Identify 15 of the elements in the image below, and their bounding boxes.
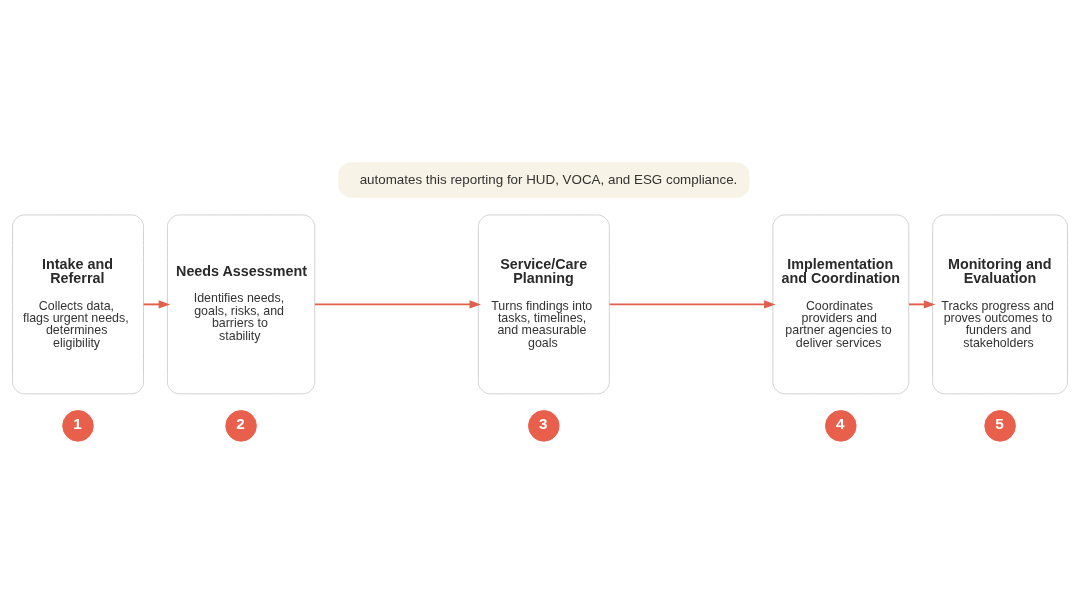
node-circle: 3 bbox=[528, 409, 560, 442]
node-box: Service/Care Planning Turns findings into tasks, timelines, and measurable goals bbox=[477, 214, 610, 394]
node-box: automates this reporting for HUD, VOCA, and ESG compliance. bbox=[338, 161, 750, 198]
node-circle: 1 bbox=[62, 409, 94, 442]
node-circle: 2 bbox=[225, 409, 257, 442]
node-box: Monitoring and Evaluation Tracks progress and proves outcomes to funders and stakeholders bbox=[932, 214, 1068, 394]
arrow bbox=[608, 299, 776, 308]
node-circle: 4 bbox=[825, 409, 857, 442]
arrow bbox=[142, 299, 171, 308]
node-circle: 5 bbox=[984, 409, 1016, 442]
node-box: Intake and Referral Collects data, flags urgent needs, determines eligibility bbox=[12, 214, 144, 394]
arrow bbox=[313, 299, 481, 308]
arrow bbox=[908, 299, 936, 308]
node-box: Needs Assessment Identifies needs, goals, risks, and barriers to stability bbox=[166, 214, 316, 394]
node-box: Implementation and Coordination Coordinates providers and partner agencies to deliver services bbox=[772, 214, 910, 394]
